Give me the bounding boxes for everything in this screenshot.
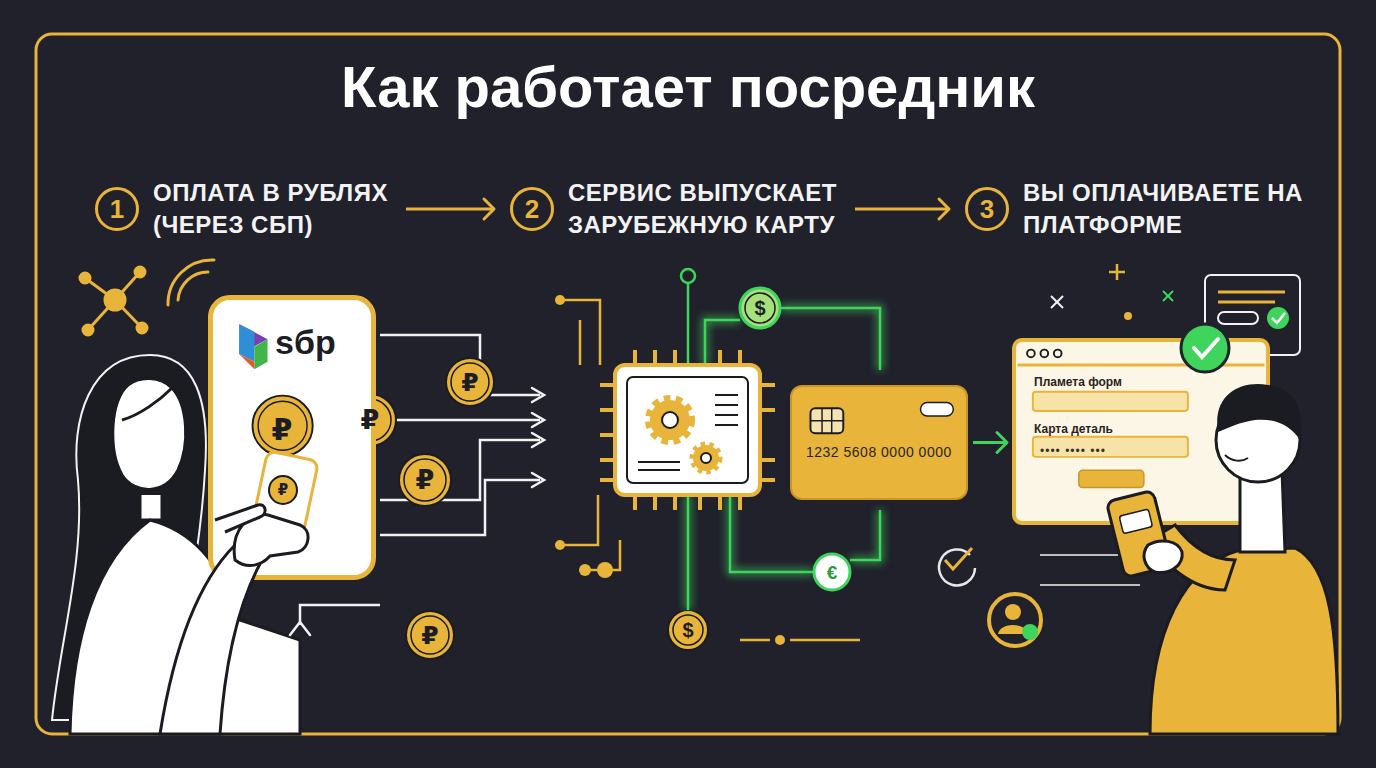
flow-arrow	[406, 208, 494, 211]
card-art	[792, 387, 966, 498]
step-number: 1	[95, 187, 139, 231]
step-number: 3	[965, 187, 1009, 231]
coin-symbol: $	[740, 296, 780, 320]
field-label: Карта деталь	[1034, 422, 1113, 437]
step-item: 3 ВЫ ОПЛАЧИВАЕТЕ НА ПЛАТФОРМЕ	[965, 177, 1303, 241]
step-number: 2	[510, 187, 554, 231]
payment-logo: sбp	[275, 322, 336, 362]
coin-symbol: €	[812, 561, 852, 584]
step-item: 1 ОПЛАТА В РУБЛЯХ (ЧЕРЕЗ СБП)	[95, 177, 390, 241]
phone-box: sбp	[208, 295, 376, 580]
connector-glow	[973, 439, 1007, 446]
arrow-head	[484, 199, 494, 219]
step-item: 2 СЕРВИС ВЫПУСКАЕТ ЗАРУБЕЖНУЮ КАРТУ	[510, 177, 839, 241]
coin-symbol: ₽	[410, 620, 450, 650]
card-box: 1232 5608 0000 0000	[790, 385, 968, 500]
coin-symbol: $	[668, 618, 708, 642]
flow-arrow	[855, 208, 949, 211]
browser-box: Пламета формКарта деталь •••• •••• •••	[1012, 338, 1270, 525]
card-number: 1232 5608 0000 0000	[806, 443, 952, 461]
flow-arrow	[973, 441, 1007, 444]
step-heading: ВЫ ОПЛАЧИВАЕТЕ НА ПЛАТФОРМЕ	[1023, 177, 1303, 241]
arrow-head	[939, 199, 949, 219]
arrow-head	[997, 433, 1007, 453]
coin-symbol: ₽	[450, 367, 490, 397]
diagram-title: Как работает посредник	[0, 52, 1376, 122]
step-heading: СЕРВИС ВЫПУСКАЕТ ЗАРУБЕЖНУЮ КАРТУ	[568, 177, 839, 241]
masked-digits: •••• •••• •••	[1040, 444, 1106, 458]
field-label: Пламета форм	[1034, 375, 1122, 390]
step-heading: ОПЛАТА В РУБЛЯХ (ЧЕРЕЗ СБП)	[153, 177, 390, 241]
coin-symbol: ₽	[405, 464, 445, 496]
